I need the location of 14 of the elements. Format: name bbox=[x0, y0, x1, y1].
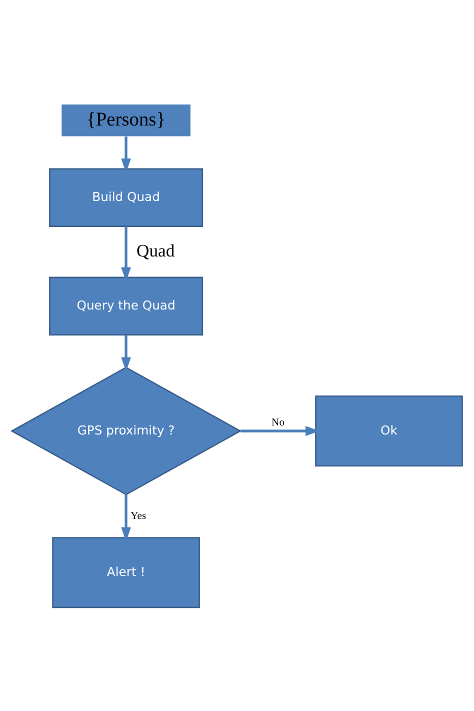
arrow bbox=[121, 226, 131, 281]
edge-label: No bbox=[272, 416, 284, 428]
node-box: {Persons} bbox=[62, 104, 190, 136]
node-box: Query the Quad bbox=[49, 276, 204, 335]
arrow bbox=[121, 334, 131, 371]
arrow bbox=[121, 136, 131, 172]
node-box: Alert ! bbox=[52, 536, 200, 608]
arrow bbox=[240, 426, 320, 436]
node-diamond: GPS proximity ? bbox=[10, 366, 242, 495]
node-box: Build Quad bbox=[49, 168, 204, 226]
arrow bbox=[121, 494, 131, 541]
edge-label: Yes bbox=[130, 510, 146, 522]
edge-label: Quad bbox=[136, 240, 175, 260]
node-box: Ok bbox=[315, 394, 463, 466]
